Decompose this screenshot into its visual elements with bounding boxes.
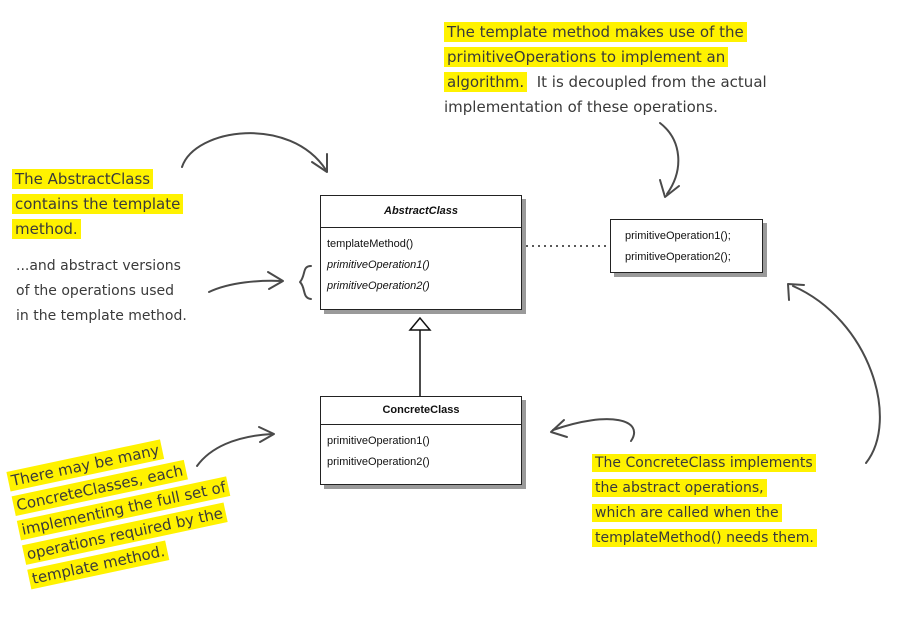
arrow-abstract-contains-head [311,153,328,173]
inheritance-arrowhead [408,316,432,331]
note-concrete-implements: The ConcreteClass implements the abstrac… [592,451,842,551]
note-tm-line-3: algorithm. [444,72,528,92]
brace [299,265,312,300]
note-ac-line-1: The AbstractClass [12,169,154,189]
note-tm-line-4: It is decoupled from the actual [536,73,767,91]
primitive-operations-box: primitiveOperation1(); primitiveOperatio… [610,219,763,273]
primitive-box-op-1: primitiveOperation1(); [625,230,731,242]
note-ci-line-3: which are called when the [592,504,782,522]
arrow-primitive-ops-head [659,179,680,198]
arrow-many-concrete-head [258,426,275,443]
note-ci-line-4: templateMethod() needs them. [592,529,817,547]
primitive-box-op-2: primitiveOperation2(); [625,251,731,263]
note-av-line-3: in the template method. [16,308,187,324]
note-abstract-contains: The AbstractClass contains the template … [12,167,202,242]
abstract-primitive-op-1: primitiveOperation1() [327,259,430,271]
note-template-method: The template method makes use of the pri… [444,20,774,120]
note-ci-line-2: the abstract operations, [592,479,767,497]
arrow-abstract-versions-head [267,271,284,290]
note-ac-line-3: method. [12,219,81,239]
note-ci-line-1: The ConcreteClass implements [592,454,816,472]
note-abstract-versions: ...and abstract versions of the operatio… [16,254,216,329]
arrow-abstract-contains [181,132,327,171]
arrow-many-concrete [196,433,273,467]
template-method-op: templateMethod() [327,238,414,250]
abstract-primitive-op-2: primitiveOperation2() [327,280,430,292]
concrete-class-box: ConcreteClass primitiveOperation1() prim… [320,396,522,485]
arrow-right-loop-head [787,283,805,301]
arrow-abstract-versions [208,279,283,293]
concrete-primitive-op-1: primitiveOperation1() [327,435,430,447]
arrow-right-loop [792,285,881,464]
abstract-class-box: AbstractClass templateMethod() primitive… [320,195,522,310]
abstract-class-name: AbstractClass [321,196,521,228]
arrow-concrete-implements-head [550,419,568,438]
arrow-concrete-implements [552,418,636,442]
concrete-class-name: ConcreteClass [321,397,521,425]
note-ac-line-2: contains the template [12,194,184,214]
note-av-line-1: ...and abstract versions [16,258,181,274]
note-tm-line-2: primitiveOperations to implement an [444,47,729,67]
note-tm-line-5: implementation of these operations. [444,98,718,116]
concrete-primitive-op-2: primitiveOperation2() [327,456,430,468]
note-tm-line-1: The template method makes use of the [444,22,747,42]
arrow-primitive-ops [659,122,680,195]
note-av-line-2: of the operations used [16,283,174,299]
